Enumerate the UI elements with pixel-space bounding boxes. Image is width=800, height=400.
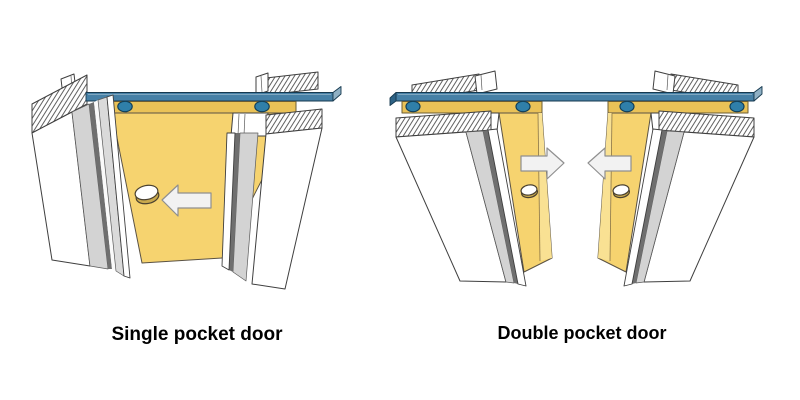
- hanger-roller: [515, 100, 531, 113]
- hanger-roller: [405, 100, 421, 113]
- hanger-roller: [729, 100, 745, 113]
- single-pocket-door-diagram: [31, 71, 342, 290]
- finger-pull: [134, 184, 159, 201]
- right-tab-detail-line: [260, 75, 263, 93]
- right-door-top-edge: [607, 101, 749, 114]
- right-jamb-head: [230, 112, 269, 137]
- right-wall-face: [251, 127, 323, 290]
- hanger-roller: [619, 100, 635, 113]
- track-rail: [85, 92, 334, 102]
- left-door-edge-crease: [537, 112, 541, 262]
- arrow-left-icon: [161, 184, 212, 217]
- right-jamb-front-board: [221, 132, 236, 271]
- left-jamb-front-board: [487, 128, 527, 287]
- hanger-roller: [254, 100, 270, 113]
- single-pocket-door-label: Single pocket door: [111, 324, 283, 345]
- right-wall-hatch-cap: [265, 71, 319, 96]
- double-pocket-door-diagram: [389, 70, 763, 287]
- hanger-roller: [117, 100, 133, 113]
- left-jamb-groove: [89, 102, 112, 269]
- left-door-leading-edge: [538, 113, 552, 261]
- arrow-right-icon: [520, 147, 565, 180]
- right-door-edge-crease: [609, 112, 613, 262]
- left-jamb-gap-sliver: [94, 100, 116, 271]
- right-tab-detail-line: [666, 74, 669, 91]
- finger-pull: [520, 184, 538, 196]
- left-jamb-groove: [483, 130, 518, 284]
- left-wall-hatch-cap: [31, 74, 88, 134]
- right-door-leading-edge: [598, 113, 612, 261]
- track-rail-left-end: [389, 92, 397, 106]
- left-tab-detail-line: [480, 74, 483, 91]
- track-rail-end-cap: [753, 86, 763, 102]
- right-jamb-front-board: [623, 128, 663, 287]
- right-jamb-top-tab: [255, 72, 269, 96]
- finger-pull: [612, 184, 630, 196]
- right-jamb-groove: [229, 133, 240, 272]
- right-jamb-groove: [632, 130, 667, 284]
- arrow-left-icon: [587, 147, 632, 180]
- track-rail: [395, 92, 755, 102]
- right-jamb-head-line: [243, 113, 246, 136]
- left-jamb-front-board: [106, 94, 131, 279]
- right-jamb-head-line: [237, 113, 240, 136]
- left-jamb-top-tab: [474, 70, 498, 95]
- track-rail-end-cap: [332, 86, 342, 102]
- double-pocket-door-label: Double pocket door: [497, 323, 666, 343]
